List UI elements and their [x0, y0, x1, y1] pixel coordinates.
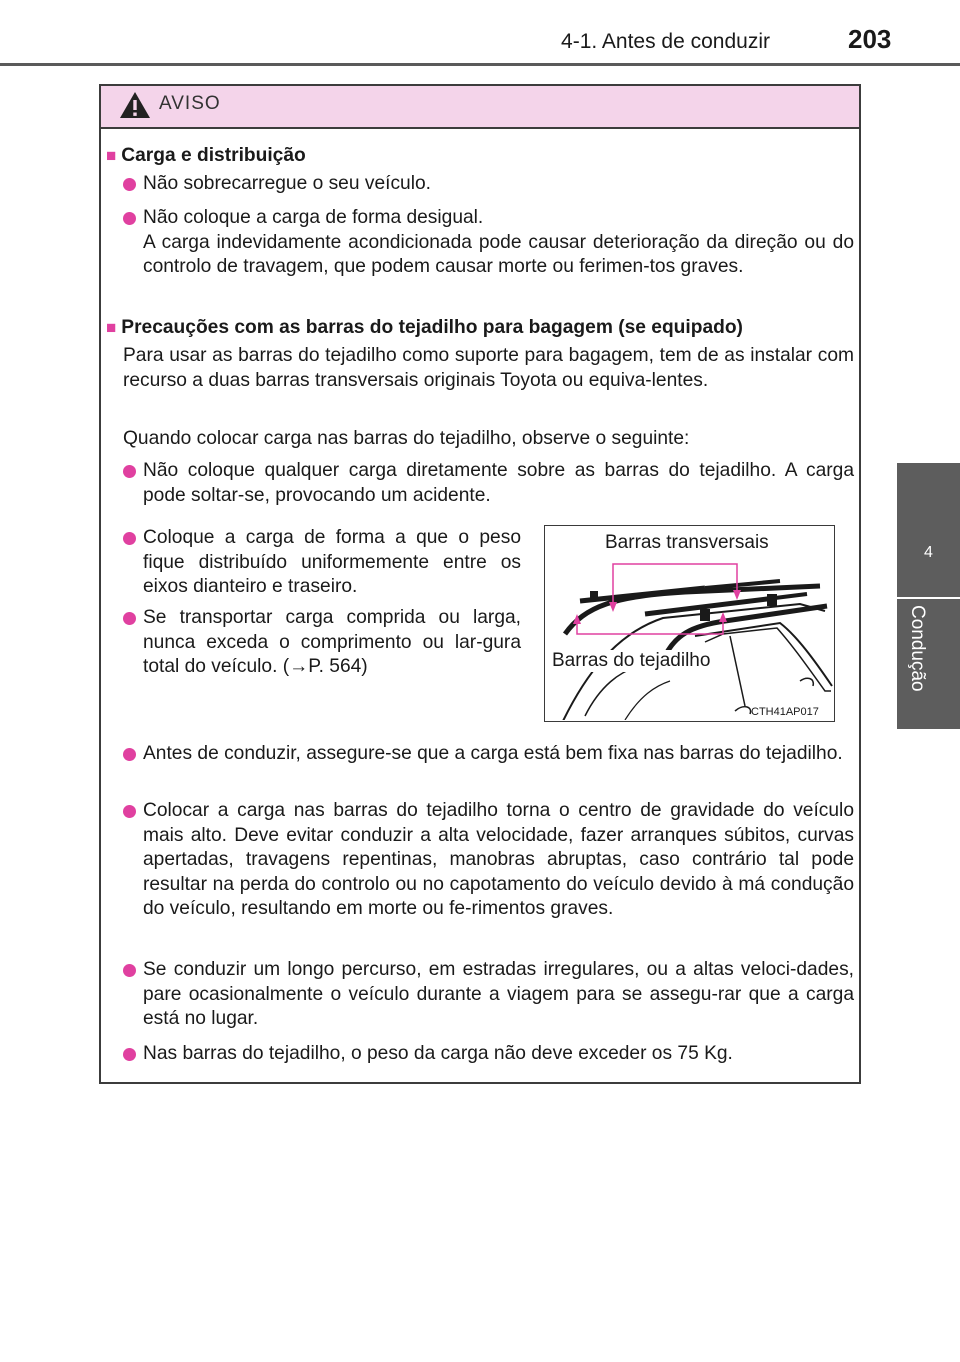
- bullet-text: Antes de conduzir, assegure-se que a car…: [143, 743, 843, 764]
- bullet-text: Nas barras do tejadilho, o peso da carga…: [143, 1043, 733, 1064]
- warning-triangle-icon: [120, 92, 150, 118]
- car-roof-illustration: [562, 563, 833, 720]
- bullet-item: Antes de conduzir, assegure-se que a car…: [123, 742, 854, 767]
- bullet-dot-icon: [123, 748, 136, 761]
- bullet-item: Não sobrecarregue o seu veículo.: [123, 172, 854, 197]
- roof-rack-figure: Barras transversais Barras do tejadilho …: [544, 525, 835, 722]
- bullet-text: Se conduzir um longo percurso, em estrad…: [143, 959, 854, 1029]
- bullet-dot-icon: [123, 465, 136, 478]
- bullet-item: Se conduzir um longo percurso, em estrad…: [123, 958, 854, 1032]
- bullet-text: Se transportar carga comprida ou larga, …: [143, 607, 521, 677]
- bullet-dot-icon: [123, 805, 136, 818]
- bullet-item: Não coloque a carga de forma desigual. A…: [123, 206, 854, 280]
- label-roof-rails: Barras do tejadilho: [550, 650, 713, 672]
- section-heading-load: ■Carga e distribuição: [106, 144, 306, 169]
- bullet-item: Coloque a carga de forma a que o peso fi…: [123, 526, 521, 600]
- section-title: 4-1. Antes de conduzir: [561, 30, 770, 53]
- chapter-number: 4: [924, 544, 933, 561]
- bullet-item: Nas barras do tejadilho, o peso da carga…: [123, 1042, 854, 1067]
- chapter-tab-number: 4: [897, 463, 960, 597]
- bullet-item: Não coloque qualquer carga diretamente s…: [123, 459, 854, 508]
- warning-header: AVISO: [101, 86, 859, 129]
- bullet-text: Não coloque qualquer carga diretamente s…: [143, 460, 854, 506]
- paragraph: Para usar as barras do tejadilho como su…: [123, 345, 854, 391]
- bullet-dot-icon: [123, 212, 136, 225]
- bullet-dot-icon: [123, 532, 136, 545]
- page-number: 203: [848, 24, 892, 54]
- bullet-item: Se transportar carga comprida ou larga, …: [123, 606, 521, 680]
- paragraph: Quando colocar carga nas barras do tejad…: [123, 428, 690, 449]
- square-bullet-icon: ■: [106, 146, 117, 165]
- bullet-item: Colocar a carga nas barras do tejadilho …: [123, 799, 854, 922]
- section-heading-text: Carga e distribuição: [121, 145, 306, 166]
- bullet-text: Não sobrecarregue o seu veículo.: [143, 173, 431, 194]
- warning-title: AVISO: [159, 93, 221, 114]
- square-bullet-icon: ■: [106, 318, 117, 337]
- bullet-dot-icon: [123, 178, 136, 191]
- bullet-text: Colocar a carga nas barras do tejadilho …: [143, 800, 854, 919]
- bullet-dot-icon: [123, 1048, 136, 1061]
- label-cross-bars: Barras transversais: [603, 532, 771, 554]
- section-heading-text: Precauções com as barras do tejadilho pa…: [121, 317, 743, 338]
- warning-box: AVISO: [99, 84, 861, 1084]
- bullet-text: Não coloque a carga de forma desigual. A…: [143, 207, 854, 277]
- header-divider: [0, 63, 960, 66]
- bullet-text: Coloque a carga de forma a que o peso fi…: [143, 527, 521, 597]
- bullet-dot-icon: [123, 964, 136, 977]
- figure-code: CTH41AP017: [751, 706, 819, 718]
- bullet-dot-icon: [123, 612, 136, 625]
- section-heading-roof: ■Precauções com as barras do tejadilho p…: [106, 316, 743, 341]
- chapter-tab-title: Condução: [897, 599, 960, 729]
